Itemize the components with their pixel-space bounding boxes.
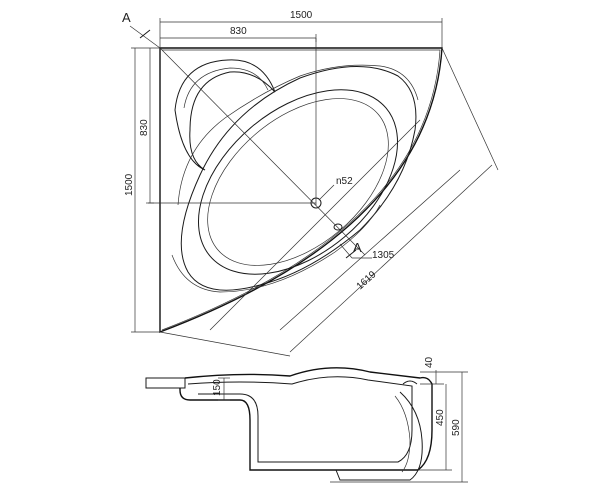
dim-diag-1305-line	[279, 169, 461, 331]
overflow-fitting	[333, 223, 343, 231]
section-overflow	[402, 380, 418, 385]
section-support-inner	[394, 395, 411, 473]
basin-bottom-step	[171, 204, 381, 293]
dim-diag-1619-label: 1619	[355, 269, 379, 292]
basin-floor-oval-inner	[207, 98, 389, 266]
section-marker-top: A	[122, 10, 131, 25]
section-tick-top	[139, 29, 151, 39]
section-view: 150 40 450 590	[145, 356, 468, 483]
dim-diag-1305-label: 1305	[372, 250, 395, 261]
dim-diag-1305-ext	[339, 243, 353, 259]
diagonal-line	[159, 47, 366, 256]
dim-top-830-label: 830	[230, 26, 247, 37]
headrest-inner	[183, 67, 269, 109]
section-outline-inner	[187, 376, 413, 463]
dim-40-label: 40	[424, 356, 435, 368]
section-tick-mid	[345, 249, 357, 259]
dim-top-1500-label: 1500	[290, 10, 313, 21]
dim-left-830-label: 830	[139, 119, 150, 136]
section-outline-outer	[179, 367, 433, 471]
section-line-top	[129, 25, 161, 49]
basin-step-contour	[177, 64, 419, 206]
basin-floor-oval	[197, 89, 399, 275]
tub-centre-axis	[209, 119, 421, 331]
headrest-outline	[174, 59, 276, 171]
dim-diag-1619-ext-bottom	[159, 331, 291, 357]
section-support-leg	[335, 391, 423, 481]
tub-outline	[159, 47, 443, 334]
dim-left-1500-label: 1500	[124, 173, 135, 196]
dim-590-label: 590	[451, 419, 462, 436]
tub-rim-inner-edge	[161, 49, 441, 331]
dim-450-label: 450	[435, 409, 446, 426]
dim-150-label: 150	[212, 379, 223, 396]
drain-leader	[319, 184, 335, 200]
basin-outer-contour	[180, 65, 417, 291]
drain-label: n52	[336, 176, 353, 187]
dim-diag-1619-line	[289, 164, 493, 353]
section-marker-mid: A	[353, 240, 362, 255]
section-rim-left	[145, 377, 186, 389]
dim-diag-1619-ext-top	[441, 47, 499, 171]
plan-view: n52 A A 1500 830 1500 830	[122, 10, 499, 357]
